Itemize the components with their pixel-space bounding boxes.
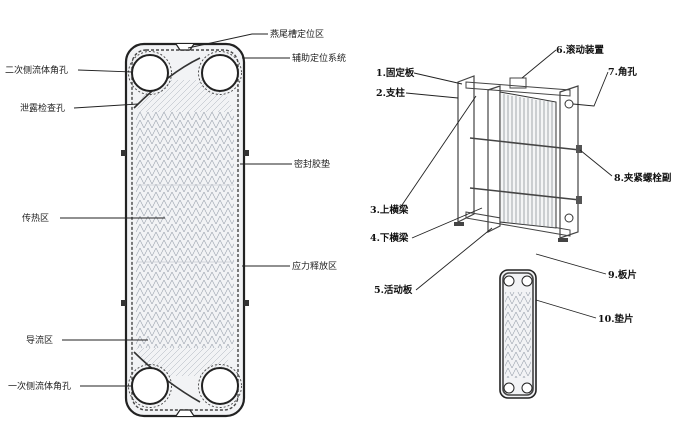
bottom-notch: [175, 409, 195, 417]
label-stress-release: 应力释放区: [292, 260, 337, 272]
side-tab: [121, 150, 126, 156]
single-plate-port: [521, 275, 533, 287]
plate-pack-lines: [503, 94, 553, 228]
movable-plate: [487, 85, 501, 233]
support-column: [559, 85, 579, 239]
leader-leak-check: [73, 103, 139, 109]
corner-hole: [564, 99, 574, 109]
label-fixed-plate: 1.固定板: [376, 67, 415, 79]
label-secondary-port: 二次侧流体角孔: [5, 64, 68, 76]
foot: [454, 222, 464, 226]
leader-secondary-port: [77, 69, 133, 73]
roller-device: [509, 77, 527, 89]
side-tab: [121, 300, 126, 306]
bolt-nut: [576, 145, 582, 153]
plate-diagram: 燕尾槽定位区 辅助定位系统 二次侧流体角孔 泄露检查孔 密封胶垫 传热区 应力释…: [5, 28, 346, 418]
foot: [558, 238, 568, 242]
leader-swallowtail: [187, 33, 268, 49]
secondary-port-circle: [131, 54, 169, 92]
label-movable-plate: 5.活动板: [374, 284, 413, 296]
label-distribution: 导流区: [26, 334, 53, 346]
single-plate-port: [503, 382, 515, 394]
side-tab: [244, 300, 249, 306]
upper-beam: [465, 81, 571, 97]
leader-roller: [521, 49, 557, 79]
leader-fixed-plate: [413, 72, 463, 85]
label-support-column: 2.支柱: [376, 87, 405, 99]
primary-port-ring: [128, 364, 172, 408]
bottom-right-port-ring: [198, 364, 242, 408]
primary-port-circle: [131, 367, 169, 405]
label-heat-transfer: 传热区: [22, 212, 49, 224]
leader-gasket-10: [535, 299, 597, 319]
fixed-plate: [457, 75, 475, 223]
top-right-port-ring: [198, 51, 242, 95]
label-primary-port: 一次侧流体角孔: [8, 380, 71, 392]
single-plate-port: [503, 275, 515, 287]
label-gasket-10: 10.垫片: [598, 313, 634, 325]
label-leak-check: 泄露检查孔: [20, 102, 65, 114]
bolt-nut: [576, 196, 582, 204]
label-lower-beam: 4.下横梁: [370, 232, 409, 244]
heat-transfer-area: [136, 112, 234, 348]
top-right-port-circle: [201, 54, 239, 92]
leader-lower-beam: [411, 207, 483, 239]
corner-hole: [564, 213, 574, 223]
bottom-right-port-circle: [201, 367, 239, 405]
label-gasket: 密封胶垫: [294, 158, 330, 170]
leader-support-column: [405, 92, 459, 99]
single-plate-port: [521, 382, 533, 394]
label-swallowtail: 燕尾槽定位区: [270, 28, 324, 40]
side-tab: [244, 150, 249, 156]
single-plate-pattern: [505, 292, 531, 378]
leader-plate: [535, 253, 607, 275]
label-upper-beam: 3.上横梁: [370, 204, 409, 216]
label-corner-hole: 7.角孔: [608, 66, 637, 78]
leader-corner-hole: [572, 71, 609, 107]
single-plate-gasket: [502, 272, 534, 396]
leader-upper-beam: [399, 95, 477, 209]
label-plate: 9.板片: [608, 269, 637, 281]
label-clamping-bolt: 8.夹紧螺栓副: [614, 172, 671, 184]
leader-movable-plate: [415, 227, 493, 291]
label-roller: 6.滚动装置: [556, 44, 604, 56]
secondary-port-ring: [128, 51, 172, 95]
clamping-bolt: [469, 137, 581, 151]
leader-clamping-bolt: [579, 149, 613, 177]
bottom-distribution-area: [136, 348, 234, 376]
clamping-bolt: [469, 187, 581, 201]
label-aux-position: 辅助定位系统: [292, 52, 346, 64]
assembly-diagram: 1.固定板 2.支柱 3.上横梁 4.下横梁 5.活动板 6.滚动装置 7.角孔…: [370, 44, 671, 399]
